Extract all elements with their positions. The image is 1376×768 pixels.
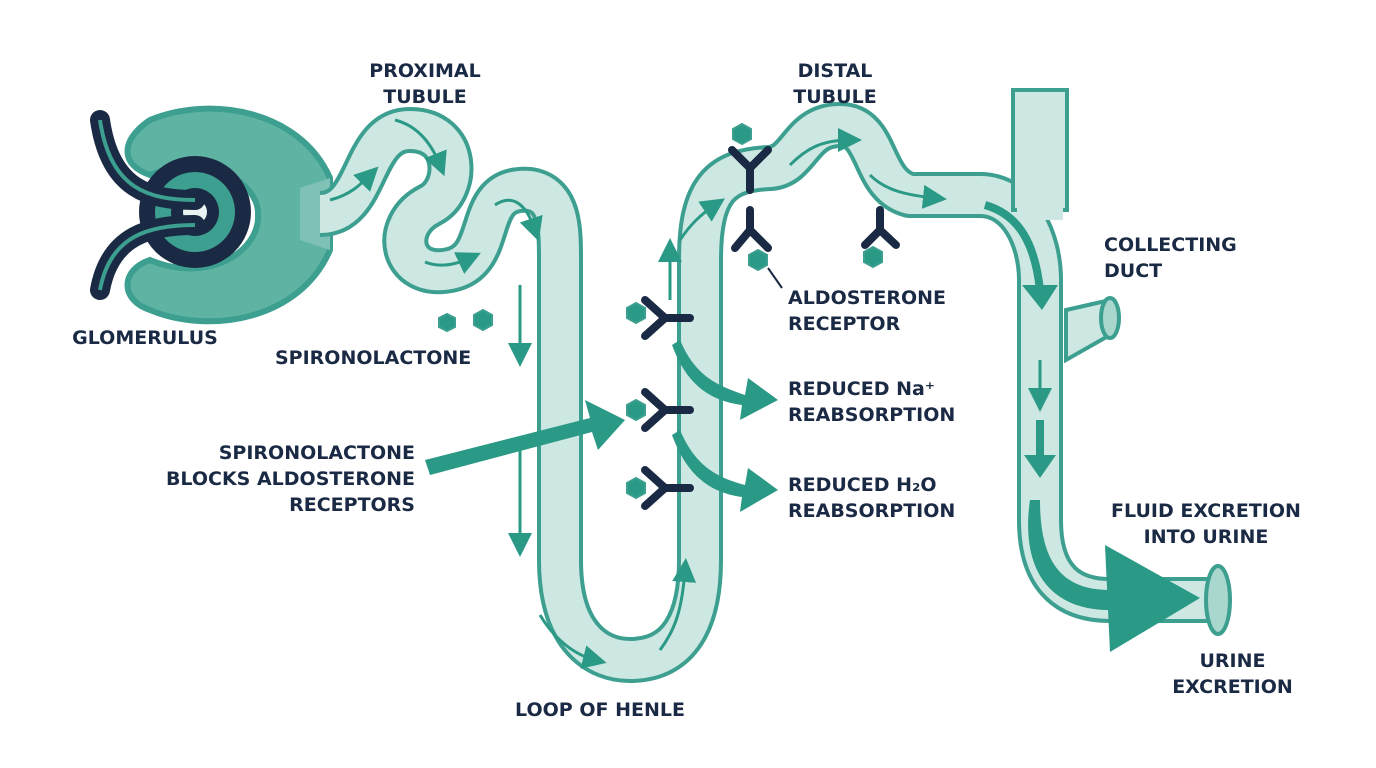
proximal-tubule-label: PROXIMAL TUBULE [369, 60, 481, 108]
glomerulus-icon [90, 105, 333, 325]
spironolactone-molecule-icon [438, 122, 883, 500]
flow-arrow-icon [983, 201, 1044, 291]
fluid-excretion-label: FLUID EXCRETION INTO URINE [1111, 500, 1301, 548]
tubule [317, 88, 1232, 683]
urine-excretion-label: URINE EXCRETION [1172, 650, 1293, 698]
collecting-duct-label: COLLECTING DUCT [1104, 234, 1237, 282]
flow-arrow-icon [1022, 285, 1058, 310]
aldosterone-receptor-label: ALDOSTERONE RECEPTOR [788, 287, 947, 335]
block-arrow-icon [425, 400, 625, 475]
urine-flow-arrow-icon [1028, 500, 1200, 652]
glomerulus-label: GLOMERULUS [72, 327, 218, 349]
flow-arrow-icon [1024, 455, 1056, 478]
spironolactone-label: SPIRONOLACTONE [275, 347, 472, 369]
reduced-h2o-label: REDUCED H₂O REABSORPTION [788, 474, 956, 522]
distal-tubule-label: DISTAL TUBULE [793, 60, 877, 108]
blocks-receptors-label: SPIRONOLACTONE BLOCKS ALDOSTERONE RECEPT… [165, 442, 415, 516]
loop-of-henle-label: LOOP OF HENLE [515, 699, 685, 721]
flow-arrow-icon [329, 118, 1052, 669]
leader-line [767, 267, 783, 289]
reabsorption-arrow-icon [672, 340, 778, 512]
reduced-na-label: REDUCED Na⁺ REABSORPTION [788, 378, 956, 426]
receptor-icon [641, 146, 900, 510]
